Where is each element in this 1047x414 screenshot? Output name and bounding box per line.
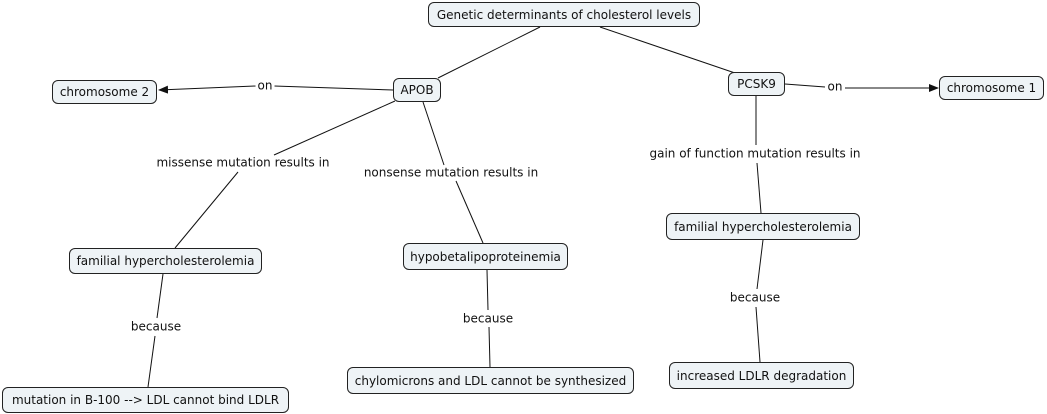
link-label-apob-on[interactable]: on [255,78,275,94]
link-label-because-fh-pcsk9[interactable]: because [727,290,783,306]
concept-increased-ldlr-degradation[interactable]: increased LDLR degradation [669,362,854,389]
edge-fh-pcsk9-because [756,239,764,290]
concept-pcsk9[interactable]: PCSK9 [728,72,785,96]
edge-root-apob [437,26,541,79]
edge-fh-apob-because [156,273,164,319]
edge-nonsense-hypobeta [455,180,484,244]
edge-apob-on [273,85,394,91]
edge-hypobeta-because [486,269,489,311]
link-label-because-fh-apob[interactable]: because [128,319,184,335]
edge-because-ldlr [755,306,761,363]
edge-root-pcsk9 [599,26,736,74]
edge-because-b100 [147,335,156,388]
concept-apob[interactable]: APOB [393,78,441,102]
concept-chromosome-1[interactable]: chromosome 1 [939,76,1044,100]
concept-chylomicrons-ldl[interactable]: chylomicrons and LDL cannot be synthesiz… [347,367,634,394]
concept-root[interactable]: Genetic determinants of cholesterol leve… [428,2,700,27]
concept-hypobetalipoproteinemia[interactable]: hypobetalipoproteinemia [403,243,568,270]
edge-apob-missense [273,100,396,156]
concept-familial-hypercholesterolemia-apob[interactable]: familial hypercholesterolemia [69,248,262,274]
link-label-missense[interactable]: missense mutation results in [154,155,332,171]
edge-pcsk9-on [784,83,826,88]
concept-b100-mutation[interactable]: mutation in B-100 --> LDL cannot bind LD… [2,387,289,413]
concept-chromosome-2[interactable]: chromosome 2 [52,80,157,104]
concept-familial-hypercholesterolemia-pcsk9[interactable]: familial hypercholesterolemia [666,213,860,240]
edge-on-chromosome-2 [158,85,257,94]
link-label-pcsk9-on[interactable]: on [825,79,845,95]
edge-missense-fh [174,171,239,249]
link-label-because-hypobeta[interactable]: because [460,311,516,327]
edge-apob-nonsense [422,101,445,166]
link-label-gain-of-function[interactable]: gain of function mutation results in [647,146,863,162]
edge-gain-fh [756,162,762,214]
edge-because-chylo [488,326,491,368]
link-label-nonsense[interactable]: nonsense mutation results in [361,165,541,181]
